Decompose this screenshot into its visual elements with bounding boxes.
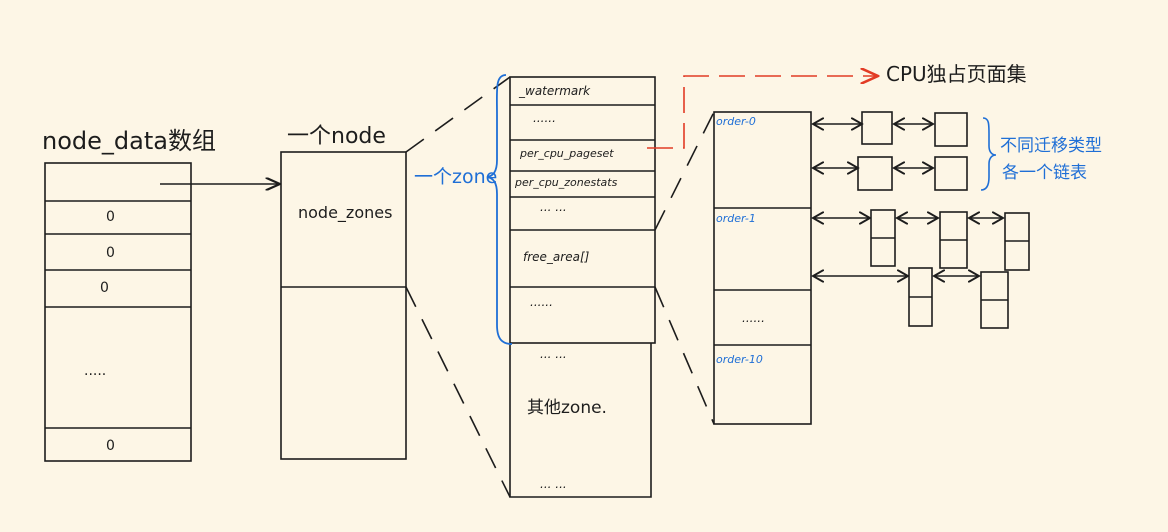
node-data-cell-ellipsis: ..... (84, 363, 107, 379)
zone-field-per-cpu-pageset: per_cpu_pageset (520, 147, 614, 160)
order-1-label: order-1 (716, 212, 756, 225)
page-block (861, 111, 893, 145)
zone-box (509, 76, 656, 344)
zone-brace-label: 一个zone (414, 166, 498, 188)
order-0-label: order-0 (716, 115, 756, 128)
cpu-exclusive-label: CPU独占页面集 (886, 62, 1027, 86)
node-box (280, 151, 407, 460)
node-data-cell: 0 (100, 280, 109, 296)
zone-brace (486, 74, 513, 345)
node-data-cell: 0 (106, 438, 115, 454)
pageset-to-cpu-arrow (647, 76, 878, 149)
other-zone-label: 其他zone. (527, 398, 607, 418)
free-area-box (713, 111, 812, 425)
node-data-array-box (44, 162, 192, 462)
migrate-note-line1: 不同迁移类型 (1000, 136, 1102, 156)
zone-freearea-projection-top (654, 111, 715, 231)
other-zone-dots: ... ... (540, 477, 567, 491)
migrate-brace (980, 117, 997, 191)
node-zone-projection-bottom (405, 286, 511, 498)
zone-freearea-projection-bottom (654, 286, 715, 425)
zone-field-ellipsis: ... ... (540, 200, 567, 214)
page-block (934, 156, 968, 191)
node-data-cell: 0 (106, 245, 115, 261)
page-block (934, 112, 968, 147)
node-zones-field: node_zones (298, 203, 393, 222)
zone-field-ellipsis: ...... (533, 111, 556, 125)
page-block (857, 156, 893, 191)
node-data-title: node_data数组 (42, 127, 216, 155)
zone-field-per-cpu-zonestats: per_cpu_zonestats (515, 176, 618, 189)
node-zone-projection-top (405, 76, 511, 153)
order-10-label: order-10 (716, 353, 763, 366)
order-ellipsis: ...... (742, 311, 765, 325)
zone-field-free-area: free_area[] (523, 250, 590, 264)
zone-field-ellipsis: ...... (530, 295, 553, 309)
node-title: 一个node (287, 124, 386, 149)
node-data-cell: 0 (106, 209, 115, 225)
other-zone-box (509, 343, 652, 498)
zone-field-watermark: _watermark (519, 84, 591, 98)
migrate-note-line2: 各一个链表 (1002, 163, 1087, 183)
other-zone-dots: ... ... (540, 347, 567, 361)
